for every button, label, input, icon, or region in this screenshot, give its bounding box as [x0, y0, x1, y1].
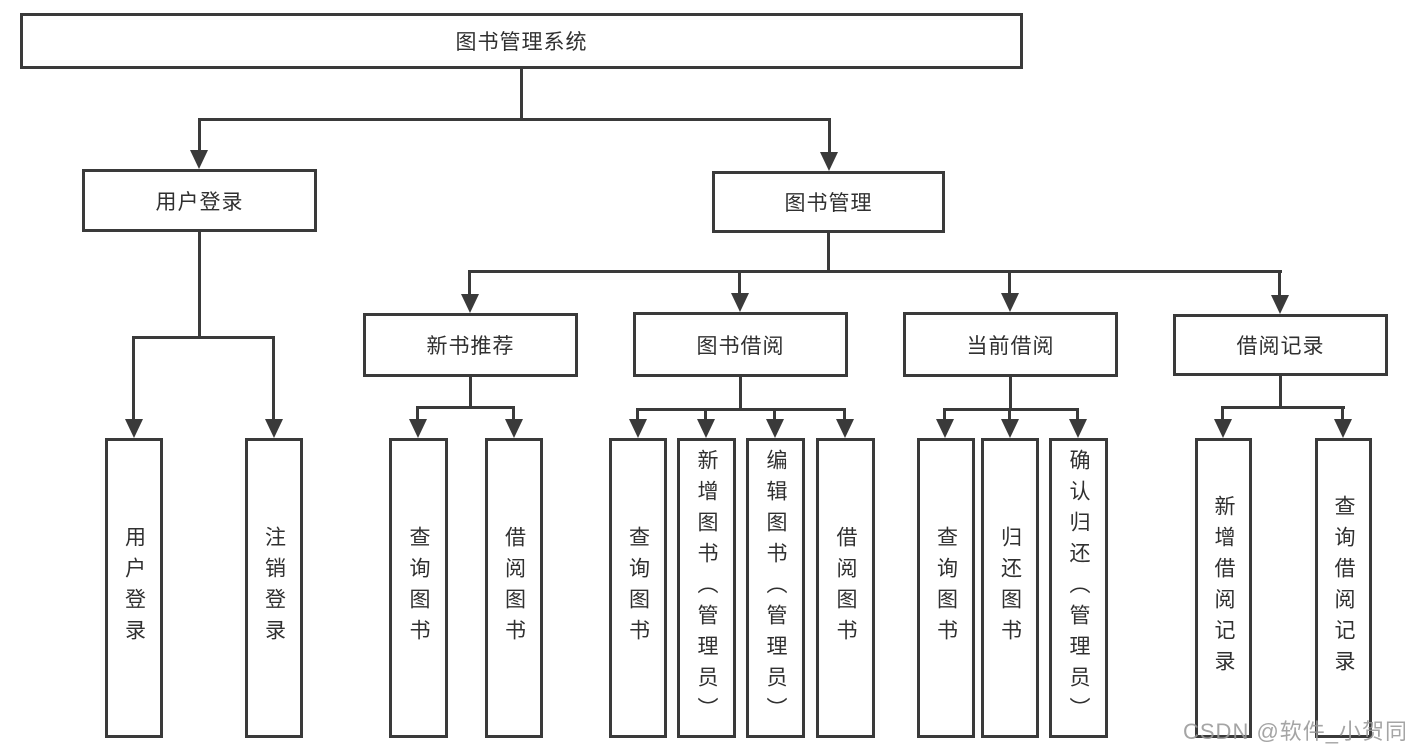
leaf-confirm-return-admin-label: 确认归还（管理员） — [1067, 448, 1090, 728]
connector-new-book-trunk — [469, 377, 472, 406]
arrow-down-icon — [265, 419, 283, 438]
connector-arrow-user-login-line — [198, 118, 201, 153]
connector-arrow-leaf-line — [1221, 406, 1224, 422]
arrow-down-icon — [629, 419, 647, 438]
node-user-login-label: 用户登录 — [155, 190, 244, 214]
arrow-down-icon — [1214, 419, 1232, 438]
arrow-down-icon — [1271, 295, 1289, 314]
leaf-query-books-borrow-label: 查询图书 — [626, 526, 650, 650]
node-borrow-records-label: 借阅记录 — [1236, 335, 1325, 358]
node-book-management: 图书管理 — [712, 171, 945, 233]
leaf-add-book-admin-label: 新增图书（管理员） — [695, 448, 718, 728]
connector-arrow-book-mgmt-line — [828, 118, 831, 155]
arrow-down-icon — [125, 419, 143, 438]
connector-new-book-rail — [416, 406, 515, 409]
arrow-down-icon — [461, 294, 479, 313]
arrow-down-icon — [936, 419, 954, 438]
leaf-borrow-books-recommend-label: 借阅图书 — [502, 526, 526, 650]
node-book-borrow-label: 图书借阅 — [696, 334, 785, 358]
connector-user-login-rail — [132, 336, 275, 339]
node-root-label: 图书管理系统 — [455, 31, 588, 54]
connector-book-borrow-rail — [636, 408, 846, 411]
leaf-query-books-recommend: 查询图书 — [389, 438, 448, 738]
node-book-management-label: 图书管理 — [784, 192, 873, 215]
node-current-borrow: 当前借阅 — [903, 312, 1118, 377]
leaf-return-book-label: 归还图书 — [998, 526, 1022, 650]
leaf-query-books-borrow: 查询图书 — [609, 438, 667, 738]
connector-level2-rail — [198, 118, 831, 121]
node-new-book-recommend: 新书推荐 — [363, 313, 578, 377]
connector-arrow-leaf-line — [943, 408, 946, 422]
leaf-query-books-recommend-label: 查询图书 — [407, 526, 430, 650]
connector-arrow-level3-line — [738, 270, 741, 296]
csdn-watermark: CSDN @软件_小贺同学 — [1183, 719, 1405, 744]
arrow-down-icon — [766, 419, 784, 438]
leaf-query-borrow-record: 查询借阅记录 — [1315, 438, 1372, 738]
arrow-down-icon — [1069, 419, 1087, 438]
leaf-user-login-label: 用户登录 — [122, 526, 146, 650]
arrow-down-icon — [1334, 419, 1352, 438]
connector-current-borrow-trunk — [1009, 377, 1012, 408]
connector-arrow-level3-line — [1008, 270, 1011, 296]
connector-user-login-trunk — [198, 232, 201, 336]
leaf-borrow-books-borrow: 借阅图书 — [816, 438, 875, 738]
arrow-down-icon — [1001, 293, 1019, 312]
arrow-down-icon — [409, 419, 427, 438]
connector-arrow-level3-line — [1278, 270, 1281, 298]
connector-arrow-leaf-line — [1341, 406, 1344, 422]
arrow-down-icon — [697, 419, 715, 438]
connector-arrow-level3-line — [468, 270, 471, 297]
connector-arrow-leaf-line — [416, 406, 419, 422]
arrow-down-icon — [505, 419, 523, 438]
node-borrow-records: 借阅记录 — [1173, 314, 1388, 376]
arrow-down-icon — [190, 150, 208, 169]
node-book-borrow: 图书借阅 — [633, 312, 848, 377]
leaf-edit-book-admin-label: 编辑图书（管理员） — [764, 448, 787, 728]
leaf-borrow-books-borrow-label: 借阅图书 — [834, 526, 857, 650]
leaf-query-borrow-record-label: 查询借阅记录 — [1332, 495, 1355, 681]
leaf-query-books-current: 查询图书 — [917, 438, 975, 738]
node-new-book-recommend-label: 新书推荐 — [426, 335, 515, 358]
connector-borrow-records-rail — [1221, 406, 1345, 409]
connector-arrow-leaf-line — [636, 408, 639, 422]
connector-current-borrow-rail — [943, 408, 1079, 411]
connector-borrow-records-trunk — [1279, 376, 1282, 406]
connector-arrow-leaf-line — [773, 408, 776, 422]
connector-arrow-leaf-line — [272, 336, 275, 422]
node-current-borrow-label: 当前借阅 — [966, 334, 1055, 358]
connector-arrow-leaf-line — [132, 336, 135, 422]
leaf-add-book-admin: 新增图书（管理员） — [677, 438, 736, 738]
arrow-down-icon — [836, 419, 854, 438]
leaf-logout-label: 注销登录 — [262, 526, 286, 650]
connector-level3-rail — [468, 270, 1282, 273]
arrow-down-icon — [731, 293, 749, 312]
connector-arrow-leaf-line — [1008, 408, 1011, 422]
connector-arrow-leaf-line — [843, 408, 846, 422]
leaf-logout: 注销登录 — [245, 438, 303, 738]
connector-book-mgmt-trunk — [827, 233, 830, 270]
leaf-add-borrow-record-label: 新增借阅记录 — [1212, 495, 1235, 681]
connector-arrow-leaf-line — [704, 408, 707, 422]
leaf-borrow-books-recommend: 借阅图书 — [485, 438, 543, 738]
leaf-edit-book-admin: 编辑图书（管理员） — [746, 438, 805, 738]
connector-book-borrow-trunk — [739, 377, 742, 408]
connector-root-trunk — [520, 69, 523, 119]
arrow-down-icon — [820, 152, 838, 171]
leaf-return-book: 归还图书 — [981, 438, 1039, 738]
leaf-user-login: 用户登录 — [105, 438, 163, 738]
leaf-add-borrow-record: 新增借阅记录 — [1195, 438, 1252, 738]
node-user-login: 用户登录 — [82, 169, 317, 232]
node-root: 图书管理系统 — [20, 13, 1023, 69]
leaf-query-books-current-label: 查询图书 — [934, 526, 958, 650]
connector-arrow-leaf-line — [1076, 408, 1079, 422]
connector-arrow-leaf-line — [512, 406, 515, 422]
arrow-down-icon — [1001, 419, 1019, 438]
leaf-confirm-return-admin: 确认归还（管理员） — [1049, 438, 1108, 738]
